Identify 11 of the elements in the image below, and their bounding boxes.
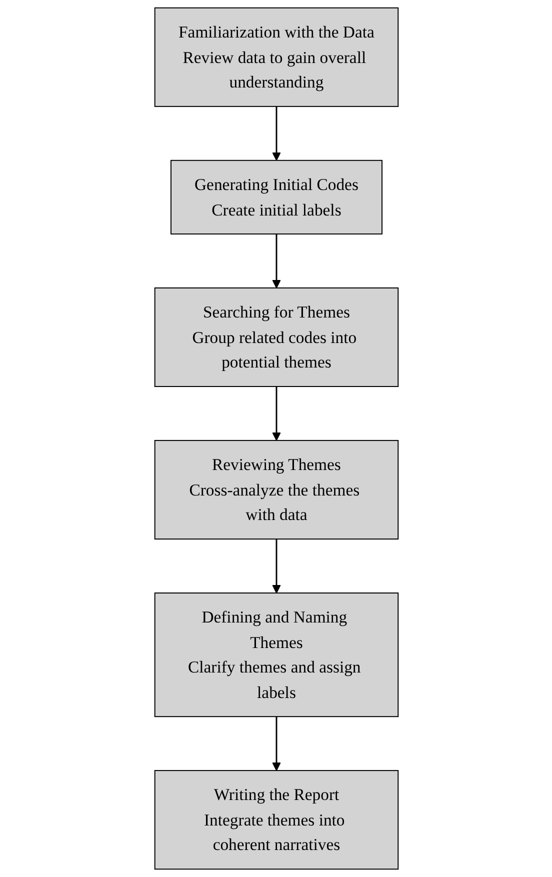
node-box: Familiarization with the Data Review data to gain overall understanding [154,7,398,107]
arrow [272,234,280,288]
node-box: Searching for Themes Group related codes into potential themes [154,287,398,387]
arrow [272,106,280,161]
node-box: Generating Initial Codes Create initial labels [170,160,382,234]
arrow [272,386,280,441]
node-box: Defining and Naming Themes Clarify themes and assign labels [154,592,398,718]
node-box: Reviewing Themes Cross-analyze the themes with data [154,440,398,540]
node-box: Writing the Report Integrate themes into coherent narratives [154,770,398,870]
arrow [272,716,280,771]
arrow [272,539,280,594]
